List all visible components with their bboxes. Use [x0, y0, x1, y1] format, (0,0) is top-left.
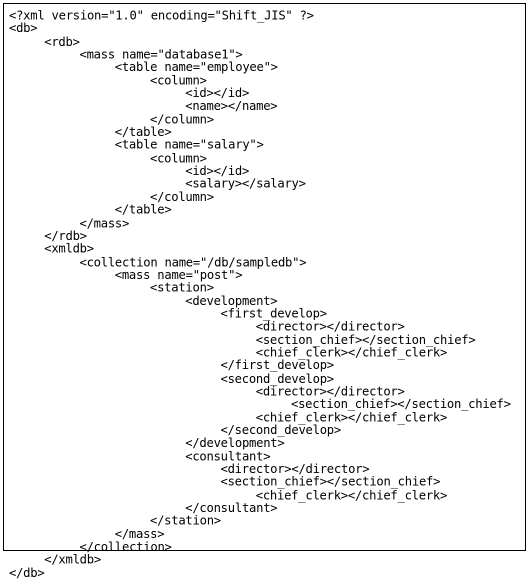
xml-code-listing: <?xml version="1.0" encoding="Shift_JIS"…: [9, 7, 511, 580]
code-line: <second_develop>: [220, 370, 335, 386]
code-line: <?xml version="1.0" encoding="Shift_JIS"…: [9, 7, 314, 23]
code-line: <chief_clerk></chief_clerk>: [255, 344, 448, 360]
code-line: <column>: [150, 150, 207, 166]
code-line: <section_chief></section_chief>: [255, 331, 476, 347]
code-line: </collection>: [79, 539, 172, 555]
code-line: </xmldb>: [44, 552, 101, 568]
code-line: </consultant>: [185, 500, 278, 516]
code-line: </mass>: [114, 526, 165, 542]
code-line: <director></director>: [255, 383, 405, 399]
code-line: <director></director>: [220, 461, 370, 477]
code-line: </table>: [114, 124, 172, 140]
code-line: </table>: [114, 202, 172, 218]
code-line: <director></director>: [255, 319, 405, 334]
code-line: <name></name>: [185, 98, 278, 114]
code-line: </second_develop>: [220, 422, 342, 438]
code-line: <station>: [150, 280, 214, 295]
code-line: <salary></salary>: [185, 176, 306, 192]
document-frame: <?xml version="1.0" encoding="Shift_JIS"…: [3, 3, 526, 579]
code-line: <first_develop>: [220, 306, 328, 321]
code-line: <chief_clerk></chief_clerk>: [255, 409, 448, 425]
code-line: <development>: [185, 293, 278, 308]
code-line: <table name="employee">: [114, 59, 278, 75]
code-line: <id></id>: [185, 85, 250, 101]
code-line: <mass name="post">: [114, 267, 243, 282]
code-line: <chief_clerk></chief_clerk>: [255, 487, 448, 503]
code-line: <db>: [9, 20, 38, 36]
code-line: <rdb>: [44, 33, 80, 49]
code-line: <section_chief></section_chief>: [220, 474, 441, 490]
code-line: </development>: [185, 435, 285, 451]
code-line: </rdb>: [44, 228, 87, 243]
code-line: <collection name="/db/sampledb">: [79, 254, 307, 269]
code-line: </first_develop>: [220, 357, 335, 373]
code-line: <consultant>: [185, 448, 271, 464]
code-line: <column>: [150, 72, 207, 88]
code-line: </column>: [150, 111, 214, 127]
code-line: </station>: [150, 513, 221, 529]
code-line: </mass>: [79, 215, 130, 231]
code-line: <mass name="database1">: [79, 46, 243, 62]
code-line: <section_chief></section_chief>: [291, 396, 511, 412]
code-line: <xmldb>: [44, 241, 94, 256]
code-line: <id></id>: [185, 163, 250, 179]
code-line: <table name="salary">: [114, 137, 264, 153]
code-line: </column>: [150, 189, 214, 205]
code-line: </db>: [9, 565, 45, 580]
